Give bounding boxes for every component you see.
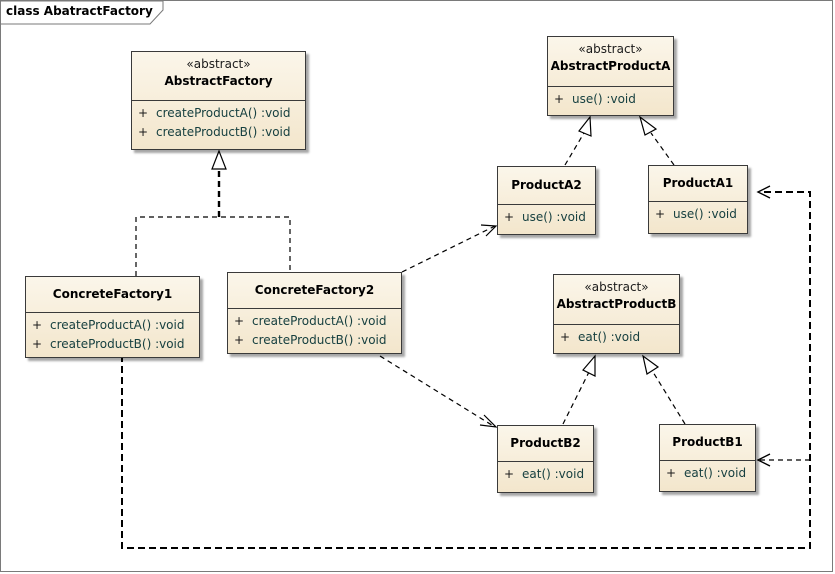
generalization-b1-line <box>652 371 686 425</box>
operation-row: + use() :void <box>498 208 595 227</box>
dependency-cf1-to-a1 <box>121 191 811 549</box>
class-name: ProductB1 <box>672 435 743 449</box>
diagram-title: class AbatractFactory <box>6 4 153 18</box>
operation-row: + eat() :void <box>554 328 679 347</box>
operation-row: + createProductB() :void <box>228 331 401 350</box>
operation-row: + createProductA() :void <box>132 104 305 123</box>
visibility-public: + <box>234 333 245 347</box>
class-header: ProductA2 <box>498 167 595 205</box>
class-header: ProductA1 <box>649 166 747 202</box>
operation-row: + createProductB() :void <box>26 335 199 354</box>
operation-row: + use() :void <box>649 205 747 224</box>
class-name: ProductA1 <box>662 176 734 190</box>
operation-signature: createProductA() :void <box>252 314 387 328</box>
class-concrete-factory1[interactable]: ConcreteFactory1 + createProductA() :void… <box>25 276 200 358</box>
class-name: ConcreteFactory2 <box>254 283 375 297</box>
operation-signature: createProductA() :void <box>156 106 291 120</box>
operations-compartment: + eat() :void <box>498 462 593 484</box>
operation-signature: use() :void <box>522 210 586 224</box>
dependency-cf1-to-b1-arrowhead <box>756 453 771 467</box>
operations-compartment: + use() :void <box>498 205 595 227</box>
visibility-public: + <box>32 318 43 332</box>
class-name: ConcreteFactory1 <box>52 287 173 301</box>
class-concrete-factory2[interactable]: ConcreteFactory2 + createProductA() :void… <box>227 272 402 354</box>
dependency-cf2-to-a2 <box>401 225 496 273</box>
operation-signature: createProductB() :void <box>156 125 291 139</box>
visibility-public: + <box>504 467 515 481</box>
visibility-public: + <box>504 210 515 224</box>
realization-factories-to-abstract-factory <box>135 216 291 276</box>
generalization-a1-line <box>650 132 675 166</box>
stereotype-label: «abstract» <box>578 42 643 56</box>
visibility-public: + <box>32 337 43 351</box>
operation-signature: use() :void <box>673 207 737 221</box>
operations-compartment: + createProductA() :void + createProductB(… <box>132 101 305 142</box>
visibility-public: + <box>234 314 245 328</box>
class-abstract-product-b[interactable]: «abstract» AbstractProductB + eat() :void <box>553 274 680 354</box>
operation-signature: eat() :void <box>578 330 641 344</box>
visibility-public: + <box>560 330 571 344</box>
class-header: «abstract» AbstractFactory <box>132 52 305 101</box>
operations-compartment: + createProductA() :void + createProductB(… <box>26 313 199 354</box>
operation-signature: eat() :void <box>684 466 747 480</box>
visibility-public: + <box>138 106 149 120</box>
operations-compartment: + eat() :void <box>660 461 755 483</box>
dependency-cf2-to-a2-arrowhead <box>480 224 498 237</box>
operations-compartment: + eat() :void <box>554 325 679 347</box>
operations-compartment: + createProductA() :void + createProductB(… <box>228 309 401 350</box>
generalization-a2-triangle <box>578 115 592 137</box>
operation-signature: eat() :void <box>522 467 585 481</box>
generalization-a1-triangle <box>638 115 658 136</box>
generalization-b2-line <box>562 371 590 425</box>
operation-signature: createProductB() :void <box>252 333 387 347</box>
title-tab-shape <box>1 0 164 25</box>
class-name: ProductB2 <box>510 436 581 450</box>
visibility-public: + <box>655 207 666 221</box>
class-abstract-factory[interactable]: «abstract» AbstractFactory + createProduc… <box>131 51 306 150</box>
operation-row: + createProductA() :void <box>26 316 199 335</box>
visibility-public: + <box>666 466 677 480</box>
generalization-b1-triangle <box>642 354 660 375</box>
class-product-a1[interactable]: ProductA1 + use() :void <box>648 165 748 234</box>
class-product-a2[interactable]: ProductA2 + use() :void <box>497 166 596 235</box>
class-abstract-product-a[interactable]: «abstract» AbstractProductA + use() :void <box>547 36 674 116</box>
operation-row: + use() :void <box>548 90 673 109</box>
class-name: AbstractFactory <box>164 74 273 88</box>
dependency-cf2-to-b2 <box>379 355 496 428</box>
operation-row: + createProductA() :void <box>228 312 401 331</box>
class-name: ProductA2 <box>511 178 582 192</box>
operation-signature: use() :void <box>572 92 636 106</box>
generalization-a2-line <box>564 132 585 166</box>
operation-signature: createProductA() :void <box>50 318 185 332</box>
dependency-cf1-to-a1-arrowhead <box>756 185 771 199</box>
class-name: AbstractProductA <box>550 59 671 73</box>
class-product-b1[interactable]: ProductB1 + eat() :void <box>659 424 756 492</box>
class-header: «abstract» AbstractProductA <box>548 37 673 87</box>
stereotype-label: «abstract» <box>584 280 649 294</box>
stereotype-label: «abstract» <box>186 57 251 71</box>
operation-row: + createProductB() :void <box>132 123 305 142</box>
dependency-cf2-to-b2-arrowhead <box>479 414 498 428</box>
class-header: ProductB1 <box>660 425 755 461</box>
generalization-b2-triangle <box>582 354 596 377</box>
visibility-public: + <box>554 92 565 106</box>
class-name: AbstractProductB <box>556 297 677 311</box>
class-header: ProductB2 <box>498 426 593 462</box>
class-header: ConcreteFactory1 <box>26 277 199 313</box>
operation-signature: createProductB() :void <box>50 337 185 351</box>
operations-compartment: + use() :void <box>548 87 673 109</box>
class-product-b2[interactable]: ProductB2 + eat() :void <box>497 425 594 493</box>
class-header: «abstract» AbstractProductB <box>554 275 679 325</box>
operations-compartment: + use() :void <box>649 202 747 224</box>
visibility-public: + <box>138 125 149 139</box>
class-header: ConcreteFactory2 <box>228 273 401 309</box>
operation-row: + eat() :void <box>498 465 593 484</box>
operation-row: + eat() :void <box>660 464 755 483</box>
realization-triangle-factory <box>211 149 227 170</box>
